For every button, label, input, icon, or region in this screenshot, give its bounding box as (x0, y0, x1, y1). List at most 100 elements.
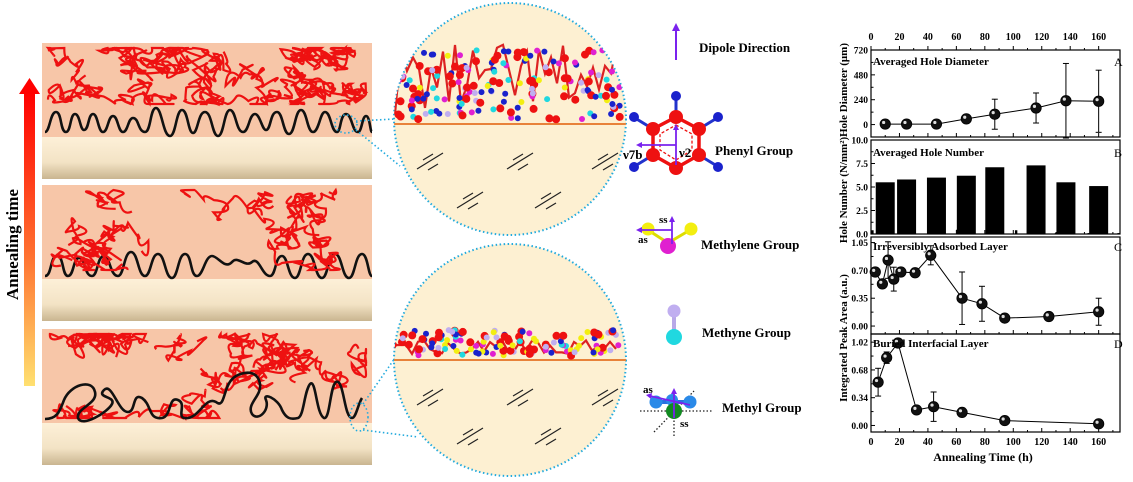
atom (428, 108, 435, 115)
bar (1056, 182, 1076, 234)
data-point (928, 401, 940, 413)
atom (505, 48, 512, 55)
atom (386, 343, 392, 349)
chart-panel-c: 0.000.350.701.05 (851, 236, 1121, 335)
phenyl-mode-v2: ν2 (678, 145, 691, 160)
atom (456, 95, 463, 101)
plot-frame (870, 333, 1121, 433)
chart-a-ylabel: Hole Diameter (μm) (838, 43, 850, 137)
hatch-mark (422, 389, 434, 397)
atom (516, 80, 523, 87)
atom (466, 338, 475, 347)
atom (529, 85, 535, 92)
atom (444, 111, 451, 117)
atom (434, 72, 441, 79)
atom (394, 79, 400, 86)
polymer-chain (288, 63, 335, 106)
atom (394, 340, 397, 349)
atom (433, 95, 440, 102)
polymer-chain (299, 193, 332, 248)
x-tick-label: 20 (894, 437, 904, 448)
data-point (879, 118, 891, 130)
methyl-icon (640, 388, 712, 437)
data-point (869, 266, 881, 278)
polymer-chain (179, 188, 263, 222)
atom (581, 50, 589, 59)
polymer-chain (127, 78, 178, 106)
data-point (956, 292, 968, 304)
atom (496, 104, 505, 113)
atom (453, 347, 460, 354)
data-point-highlight (897, 268, 901, 272)
x-tick-label: 100 (1006, 437, 1021, 448)
atom (478, 89, 485, 96)
hatch-mark (427, 163, 439, 171)
polymer-chain (100, 220, 150, 257)
x-tick-label: 120 (1034, 437, 1049, 448)
atom (444, 337, 451, 344)
atom (603, 76, 610, 83)
atom (471, 90, 478, 96)
atom (548, 349, 555, 356)
phenyl-ring-icon (629, 91, 723, 175)
bar (1089, 186, 1109, 234)
atom (616, 84, 623, 91)
chart-panel-b: 0.02.55.07.510.0 (851, 137, 1121, 241)
atom (525, 349, 534, 358)
atom (490, 55, 499, 64)
data-point (960, 113, 972, 125)
top-tick-label: 20 (894, 32, 904, 43)
y-tick-label: 0.0 (856, 231, 868, 241)
data-point-highlight (872, 268, 876, 272)
chart-c-panel-label: C (1114, 240, 1122, 254)
atom (404, 340, 413, 349)
atom (469, 81, 478, 90)
atom (480, 338, 487, 345)
substrate-hatching (416, 388, 619, 446)
atom (416, 84, 423, 91)
bar (926, 177, 946, 234)
adsorbed-chain-top (44, 106, 374, 138)
polymer-chain (161, 46, 223, 86)
data-point-highlight (958, 409, 963, 413)
atom (610, 327, 617, 334)
data-point-highlight (1095, 420, 1099, 424)
top-tick-label: 60 (951, 32, 961, 43)
top-tick-label: 100 (1006, 32, 1021, 43)
phenyl-label: Phenyl Group (715, 143, 793, 158)
legend-dipole: Dipole Direction (672, 23, 791, 60)
atom (598, 343, 607, 352)
methyl-mode-as: as (643, 384, 654, 396)
atom (491, 68, 498, 75)
chart-b-panel-label: B (1114, 146, 1122, 160)
hatch-mark (517, 163, 529, 171)
atom (514, 104, 521, 111)
data-point (872, 376, 884, 388)
data-point (999, 414, 1011, 427)
data-point (1043, 310, 1055, 323)
atom (399, 335, 406, 342)
polymer-chain (153, 332, 208, 363)
atom (531, 335, 537, 342)
atom (484, 83, 491, 89)
red-chains-top (45, 44, 369, 107)
atom (423, 330, 429, 337)
atom (616, 102, 623, 109)
atom (445, 72, 454, 81)
atom (595, 72, 602, 79)
atom (544, 96, 551, 103)
atom (529, 104, 538, 113)
atom (560, 54, 569, 63)
polymer-chain (184, 76, 267, 106)
atom (457, 337, 464, 344)
atom (610, 90, 619, 99)
methylene-mode-ss: ss (659, 214, 668, 226)
polymer-chain (45, 46, 90, 95)
atom (609, 68, 615, 75)
atom (428, 51, 435, 58)
polymer-chain (64, 404, 98, 420)
hatch-mark (512, 153, 524, 161)
hatch-mark (462, 428, 474, 436)
atom (506, 346, 515, 355)
atom (557, 338, 564, 345)
